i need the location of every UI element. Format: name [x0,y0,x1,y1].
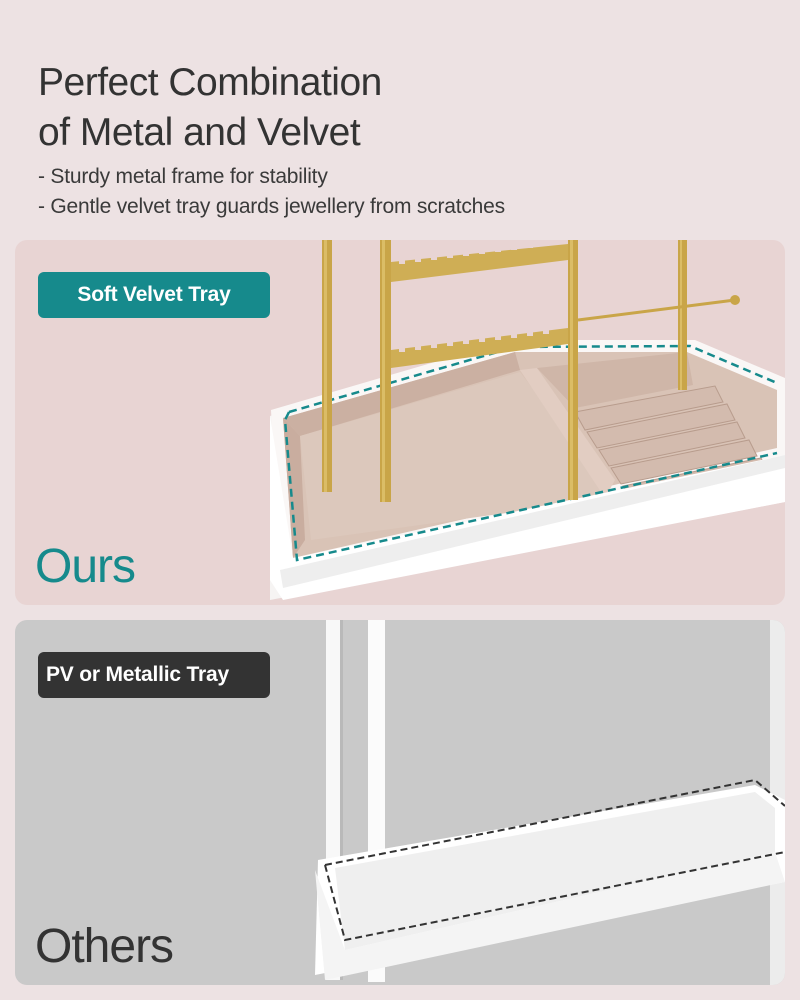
pv-metallic-tray-badge: PV or Metallic Tray [38,652,270,698]
ours-label: Ours [35,540,136,593]
velvet-tray-stand-illustration [270,240,785,600]
plain-tray-stand-illustration [315,620,785,985]
ours-panel: Soft Velvet Tray Ours [15,240,785,605]
header: Perfect Combination of Metal and Velvet … [38,58,758,222]
feature-list: - Sturdy metal frame for stability - Gen… [38,162,758,222]
others-label: Others [35,920,174,973]
others-panel: PV or Metallic Tray Others [15,620,785,985]
feature-item: - Sturdy metal frame for stability [38,165,328,188]
page-title-line-2: of Metal and Velvet [38,111,361,154]
page-title-line-1: Perfect Combination [38,61,382,104]
feature-item: - Gentle velvet tray guards jewellery fr… [38,195,505,218]
soft-velvet-tray-badge: Soft Velvet Tray [38,272,270,318]
